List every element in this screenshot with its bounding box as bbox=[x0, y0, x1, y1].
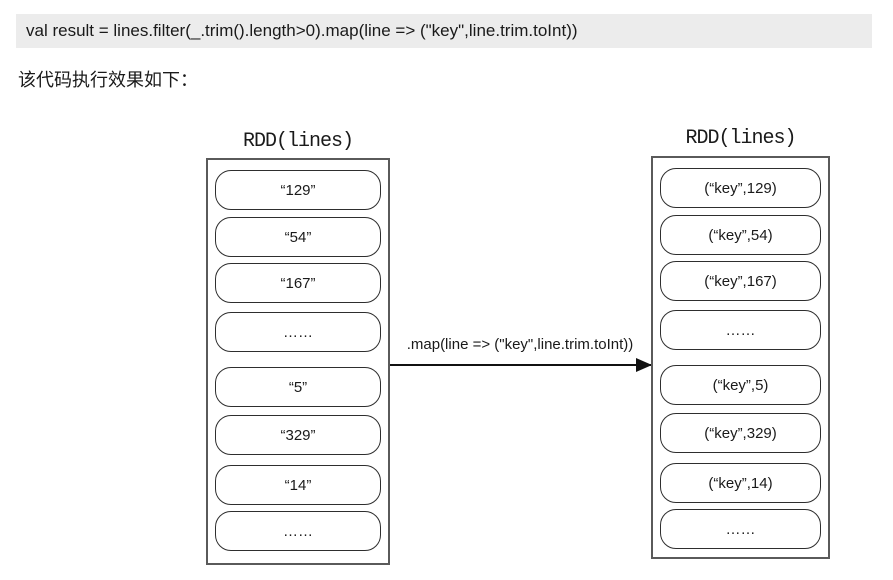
rdd-item: “14” bbox=[215, 465, 381, 505]
right-rdd-box: (“key”,129) (“key”,54) (“key”,167) …… (“… bbox=[651, 156, 830, 559]
rdd-item: (“key”,54) bbox=[660, 215, 821, 255]
right-rdd-title: RDD(lines) bbox=[685, 127, 796, 150]
code-snippet: val result = lines.filter(_.trim().lengt… bbox=[16, 14, 872, 48]
rdd-item-ellipsis: …… bbox=[660, 310, 821, 350]
rdd-item: (“key”,129) bbox=[660, 168, 821, 208]
rdd-item: “329” bbox=[215, 415, 381, 455]
map-arrow bbox=[390, 358, 652, 372]
rdd-item: (“key”,329) bbox=[660, 413, 821, 453]
caption-text: 该代码执行效果如下： bbox=[18, 70, 198, 90]
rdd-item: (“key”,5) bbox=[660, 365, 821, 405]
rdd-item: “5” bbox=[215, 367, 381, 407]
rdd-item: “167” bbox=[215, 263, 381, 303]
left-rdd-box: “129” “54” “167” …… “5” “329” “14” …… bbox=[206, 158, 390, 565]
left-rdd-title: RDD(lines) bbox=[242, 130, 354, 153]
rdd-item-ellipsis: …… bbox=[660, 509, 821, 549]
rdd-item: “129” bbox=[215, 170, 381, 210]
map-arrow-label: .map(line => ("key",line.trim.toInt)) bbox=[406, 336, 634, 353]
rdd-item-ellipsis: …… bbox=[215, 312, 381, 352]
rdd-item: (“key”,167) bbox=[660, 261, 821, 301]
arrow-head-icon bbox=[636, 358, 652, 372]
rdd-item: “54” bbox=[215, 217, 381, 257]
rdd-item-ellipsis: …… bbox=[215, 511, 381, 551]
rdd-item: (“key”,14) bbox=[660, 463, 821, 503]
